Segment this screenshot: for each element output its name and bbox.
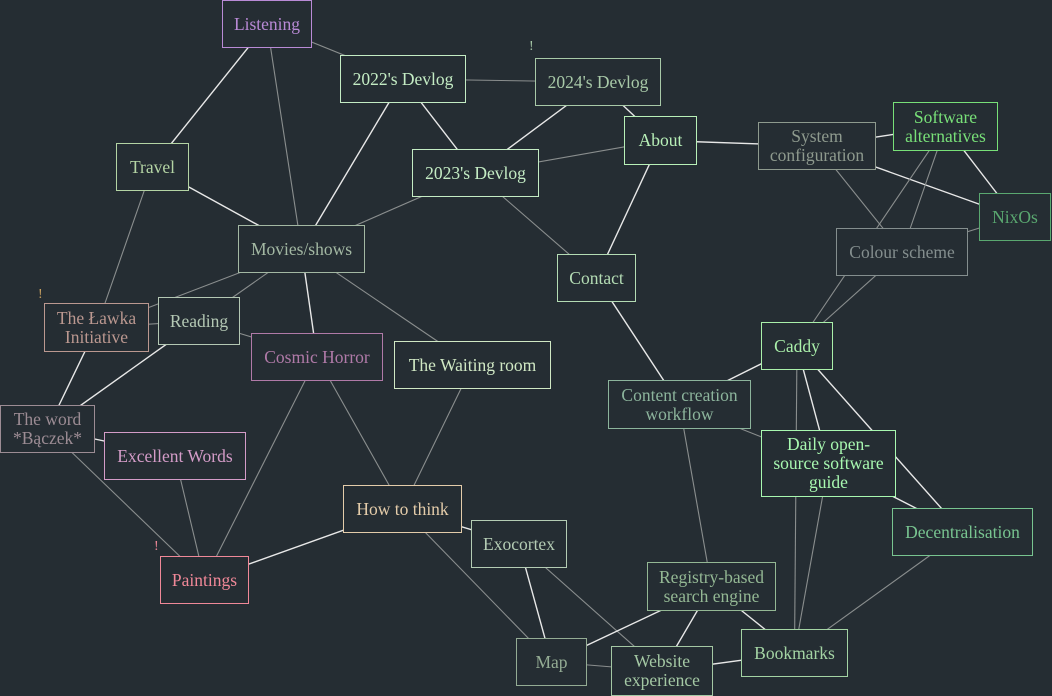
node-howtothink[interactable]: How to think	[343, 485, 462, 533]
node-listening[interactable]: Listening	[222, 0, 312, 48]
node-colour_scheme[interactable]: Colour scheme	[836, 228, 968, 276]
node-caddy[interactable]: Caddy	[761, 322, 833, 370]
node-label: Paintings	[171, 569, 238, 590]
node-label: The Waiting room	[408, 354, 537, 375]
node-label: 2024's Devlog	[547, 71, 649, 92]
node-devlog2024[interactable]: 2024's Devlog	[535, 58, 661, 106]
node-exocortex[interactable]: Exocortex	[471, 520, 567, 568]
edge-cosmic-howtothink	[316, 356, 403, 510]
node-baczek[interactable]: The word*Bączek*	[0, 405, 95, 453]
new-marker-icon: !	[529, 39, 534, 54]
edge-travel-lawka	[95, 166, 154, 328]
node-travel[interactable]: Travel	[116, 143, 189, 191]
node-label: 2022's Devlog	[352, 68, 454, 89]
node-bookmarks[interactable]: Bookmarks	[741, 629, 848, 677]
node-label: Bookmarks	[754, 642, 835, 663]
node-label: Exocortex	[483, 533, 555, 554]
node-decentral[interactable]: Decentralisation	[892, 508, 1033, 556]
new-marker-icon: !	[154, 539, 159, 554]
edge-devlog2022-movies	[300, 78, 404, 250]
node-label: Contact	[569, 267, 624, 288]
node-nixos[interactable]: NixOs	[979, 193, 1051, 241]
edge-ccw-registry	[678, 404, 713, 587]
node-label: Decentralisation	[905, 521, 1020, 542]
node-label: Cosmic Horror	[264, 346, 370, 367]
node-label: Reading	[169, 310, 229, 331]
edge-howtothink-map	[402, 508, 552, 663]
node-label: Caddy	[774, 335, 820, 356]
node-map[interactable]: Map	[516, 638, 587, 686]
node-label: The word*Bączek*	[13, 409, 82, 448]
edge-cosmic-paintings	[204, 356, 318, 581]
node-devlog2022[interactable]: 2022's Devlog	[340, 55, 466, 103]
node-movies[interactable]: Movies/shows	[238, 225, 365, 273]
node-paintings[interactable]: Paintings	[160, 556, 249, 604]
node-label: Movies/shows	[250, 238, 353, 259]
node-devlog2023[interactable]: 2023's Devlog	[412, 149, 539, 197]
new-marker-icon: !	[38, 287, 43, 302]
edge-caddy-bookmarks	[793, 345, 798, 654]
node-label: How to think	[356, 498, 449, 519]
node-label: About	[638, 130, 683, 150]
node-label: Listening	[233, 13, 301, 34]
node-contact[interactable]: Contact	[557, 254, 636, 302]
node-about[interactable]: About	[624, 116, 697, 165]
node-label: Colour scheme	[849, 241, 955, 262]
node-label: NixOs	[992, 206, 1038, 227]
node-label: 2023's Devlog	[425, 162, 526, 183]
node-reading[interactable]: Reading	[158, 297, 240, 345]
node-label: Excellent Words	[117, 445, 233, 466]
node-cosmic[interactable]: Cosmic Horror	[251, 333, 383, 381]
node-label: Travel	[129, 156, 176, 177]
node-waiting[interactable]: The Waiting room	[394, 341, 551, 389]
node-excellent[interactable]: Excellent Words	[104, 432, 246, 480]
node-label: Map	[535, 651, 568, 672]
edge-baczek-paintings	[47, 428, 205, 581]
edge-listening-movies	[266, 23, 303, 250]
